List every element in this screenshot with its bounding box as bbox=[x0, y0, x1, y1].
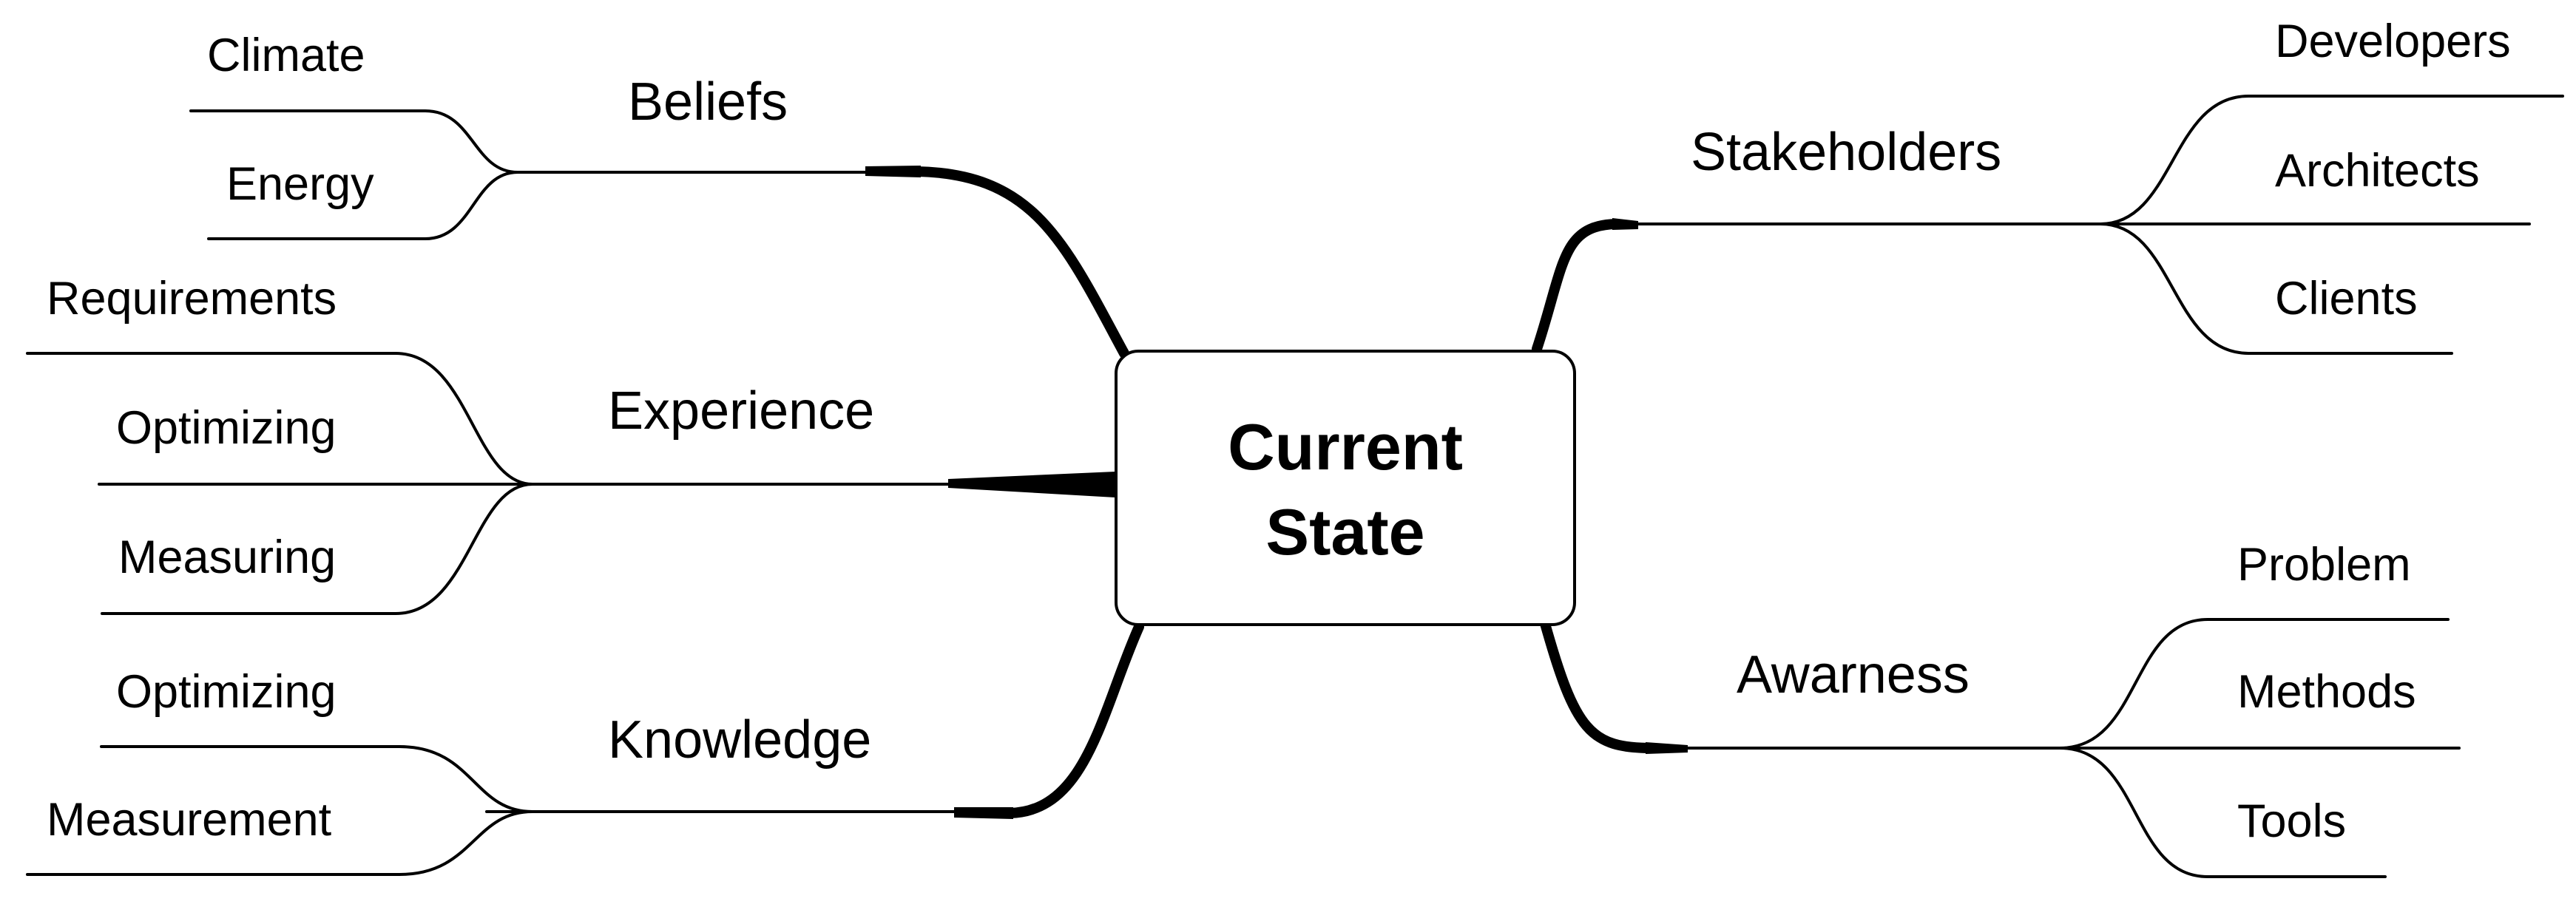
center-node: Current State bbox=[1115, 350, 1576, 626]
branch-knowledge: Knowledge Optimizing Measurement bbox=[47, 666, 871, 846]
leaf-methods: Methods bbox=[2237, 666, 2416, 718]
developers-link bbox=[2099, 95, 2564, 225]
center-connectors bbox=[865, 166, 1688, 819]
connector-beliefs bbox=[912, 166, 1129, 359]
clients-link bbox=[2099, 222, 2453, 355]
branch-lines bbox=[26, 95, 2564, 878]
leaf-requirements: Requirements bbox=[47, 273, 337, 325]
center-box bbox=[1115, 350, 1576, 626]
branch-label-beliefs: Beliefs bbox=[628, 72, 788, 132]
leaf-developers: Developers bbox=[2275, 16, 2511, 67]
leaf-measurement: Measurement bbox=[47, 794, 332, 846]
connector-knowledge bbox=[1004, 622, 1144, 818]
branch-label-stakeholders: Stakeholders bbox=[1691, 123, 2001, 182]
branch-label-knowledge: Knowledge bbox=[608, 710, 871, 770]
energy-link bbox=[207, 171, 519, 240]
branch-beliefs: Beliefs Climate Energy bbox=[207, 30, 788, 210]
leaf-energy: Energy bbox=[226, 158, 374, 210]
measuring-link bbox=[101, 483, 534, 615]
branch-awarness: Awarness Problem Methods Tools bbox=[1737, 539, 2416, 847]
leaf-problem: Problem bbox=[2237, 539, 2411, 591]
requirements-link bbox=[26, 352, 534, 486]
climate-link bbox=[189, 109, 519, 174]
branch-stakeholders: Stakeholders Developers Architects Clien… bbox=[1691, 16, 2511, 325]
leaf-tools: Tools bbox=[2237, 795, 2346, 847]
branch-experience: Experience Requirements Optimizing Measu… bbox=[47, 273, 874, 583]
center-title-line2: State bbox=[1265, 495, 1424, 568]
problem-link bbox=[2058, 618, 2450, 750]
taper-knowledge bbox=[954, 807, 1013, 819]
taper-stakeholders bbox=[1612, 218, 1638, 230]
leaf-optimizing-experience: Optimizing bbox=[116, 402, 337, 454]
branch-label-awarness: Awarness bbox=[1737, 645, 1970, 704]
leaf-architects: Architects bbox=[2275, 145, 2480, 197]
leaf-clients: Clients bbox=[2275, 273, 2418, 325]
tools-link bbox=[2058, 747, 2387, 878]
center-title-line1: Current bbox=[1228, 410, 1463, 483]
leaf-climate: Climate bbox=[207, 30, 365, 81]
connector-stakeholders bbox=[1532, 219, 1621, 354]
connector-awarness bbox=[1539, 616, 1658, 753]
branch-label-experience: Experience bbox=[608, 381, 874, 441]
measurement-link bbox=[26, 810, 534, 876]
leaf-measuring: Measuring bbox=[118, 531, 336, 583]
optimizing-knowledge-link bbox=[100, 745, 534, 813]
taper-beliefs bbox=[865, 166, 921, 177]
taper-awarness bbox=[1646, 742, 1688, 754]
connector-experience bbox=[948, 472, 1115, 497]
leaf-optimizing-knowledge: Optimizing bbox=[116, 666, 337, 718]
